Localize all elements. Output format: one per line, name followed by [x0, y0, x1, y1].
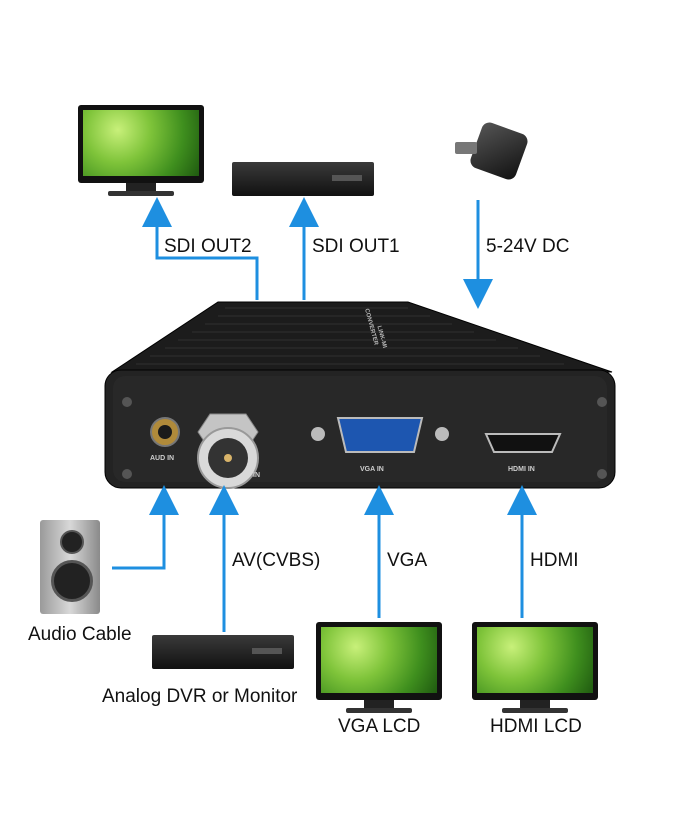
monitor-base [108, 191, 174, 196]
label-audio-cable: Audio Cable [28, 624, 132, 645]
monitor-stand [126, 183, 156, 191]
monitor-screen [83, 110, 199, 176]
screw-icon [122, 397, 132, 407]
monitor-screen [477, 627, 593, 693]
label-hdmi-lcd: HDMI LCD [490, 716, 582, 737]
connection-arrows [112, 197, 537, 632]
device-top-face [110, 301, 613, 373]
label-sdi-out2: SDI OUT2 [164, 236, 252, 257]
hdmi-port [484, 433, 562, 453]
label-sdi-out1: SDI OUT1 [312, 236, 400, 257]
power-adapter [445, 112, 535, 187]
monitor-stand [520, 700, 550, 708]
vga-screw [435, 427, 449, 441]
analog-dvr [152, 635, 294, 673]
monitor-base [502, 708, 568, 713]
sdi-out1-dvr [232, 162, 374, 200]
screw-icon [122, 469, 132, 479]
screw-icon [597, 469, 607, 479]
label-vga: VGA [387, 550, 428, 571]
hdmi-in-label: HDMI IN [508, 466, 535, 473]
audio-jack-hole [158, 425, 172, 439]
vga-screw [311, 427, 325, 441]
hdmi-lcd-monitor [472, 622, 598, 714]
label-av-cvbs: AV(CVBS) [232, 550, 321, 571]
speaker [40, 520, 100, 614]
screw-icon [597, 397, 607, 407]
aud-in-label: AUD IN [150, 455, 175, 462]
speaker-tweeter [60, 530, 84, 554]
label-dc-power: 5-24V DC [486, 236, 570, 257]
arrow-audio [112, 485, 179, 570]
av-in-label: IN [253, 472, 260, 479]
vga-port [336, 417, 424, 453]
label-analog-dvr: Analog DVR or Monitor [102, 686, 298, 707]
device-grooves [136, 307, 564, 365]
dvr-display [252, 648, 282, 654]
arrow-sdi-out2 [142, 197, 259, 300]
monitor-stand [364, 700, 394, 708]
vga-lcd-monitor [316, 622, 442, 714]
speaker-woofer [51, 560, 93, 602]
dvr-display [332, 175, 362, 181]
bnc-connector-pin [224, 454, 232, 462]
label-vga-lcd: VGA LCD [338, 716, 421, 737]
monitor-screen [321, 627, 437, 693]
sdi-out2-monitor [78, 105, 204, 197]
adapter-plug [455, 142, 477, 154]
label-hdmi: HDMI [530, 550, 579, 571]
monitor-base [346, 708, 412, 713]
vga-in-label: VGA IN [360, 466, 384, 473]
